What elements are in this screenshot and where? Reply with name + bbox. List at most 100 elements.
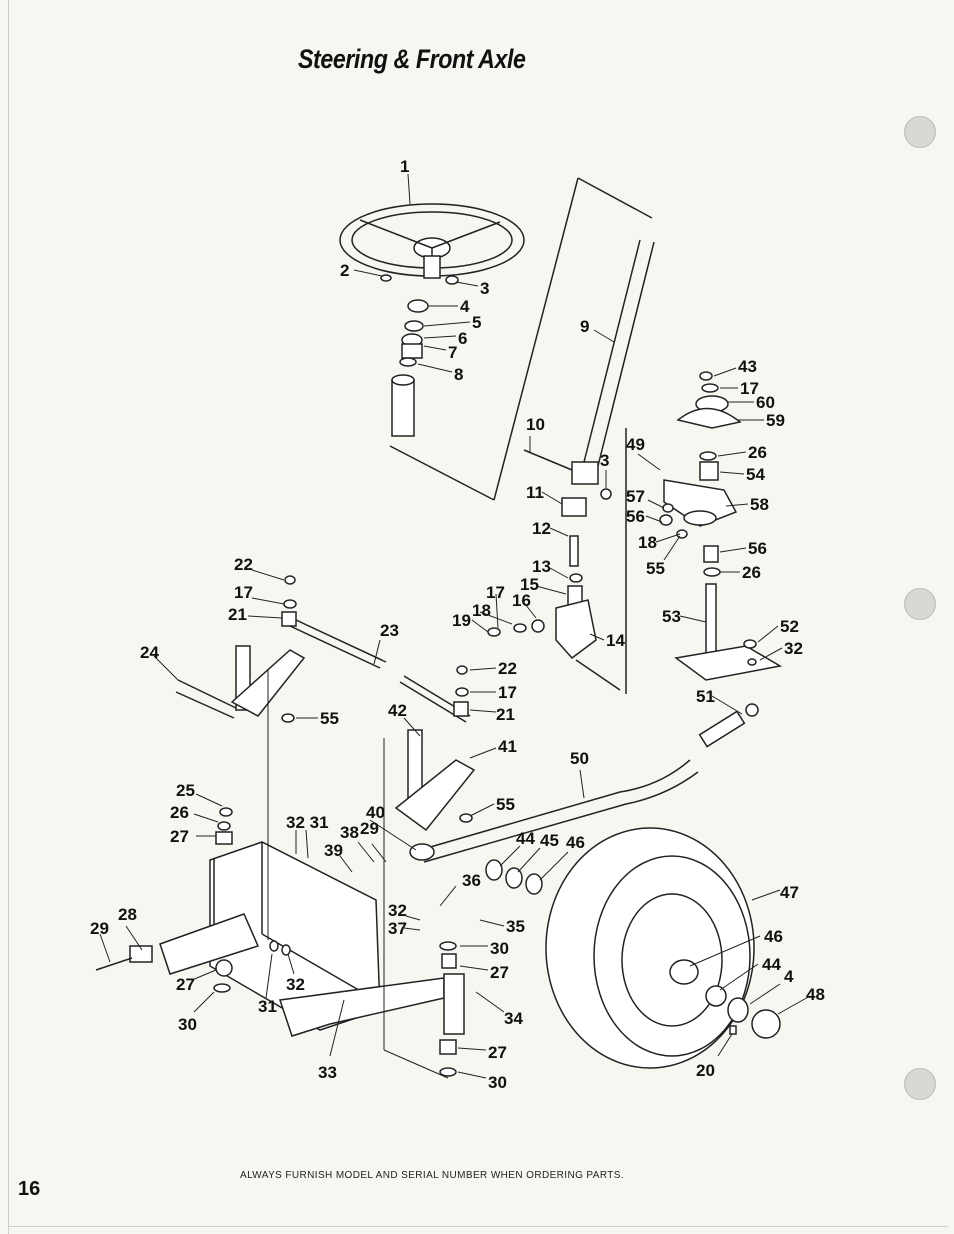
callout-24: 24 — [140, 643, 159, 662]
callout-13: 13 — [532, 557, 551, 576]
callout-labels: 1 2 3 4 5 6 7 8 9 10 3 11 12 13 15 16 17… — [90, 157, 825, 1092]
callout-30-left: 30 — [178, 1015, 197, 1034]
front-wheel — [545, 827, 781, 1069]
callout-17-gear: 17 — [740, 379, 759, 398]
callout-41: 41 — [498, 737, 517, 756]
callout-5: 5 — [472, 313, 481, 332]
callout-11: 11 — [526, 483, 544, 502]
callout-35: 35 — [506, 917, 525, 936]
callout-2: 2 — [340, 261, 349, 280]
bottom-page-edge — [8, 1226, 948, 1227]
callout-10: 10 — [526, 415, 545, 434]
callout-26-axle: 26 — [170, 803, 189, 822]
callout-59: 59 — [766, 411, 785, 430]
callout-21-left: 21 — [228, 605, 247, 624]
callout-51: 51 — [696, 687, 715, 706]
callout-17-right: 17 — [498, 683, 517, 702]
callout-25: 25 — [176, 781, 195, 800]
drag-link — [409, 703, 759, 895]
callout-32-31: 32 31 — [286, 813, 329, 832]
callout-45: 45 — [540, 831, 559, 850]
callout-36: 36 — [462, 871, 481, 890]
callout-56-lower: 56 — [748, 539, 767, 558]
callout-49: 49 — [626, 435, 645, 454]
callout-38: 38 — [340, 823, 359, 842]
callout-50: 50 — [570, 749, 589, 768]
callout-52: 52 — [780, 617, 799, 636]
callout-18-gear: 18 — [638, 533, 657, 552]
callout-19: 19 — [452, 611, 471, 630]
callout-33: 33 — [318, 1063, 337, 1082]
callout-32-spindle: 32 — [388, 901, 407, 920]
callout-56-gear: 56 — [626, 507, 645, 526]
sector-gear-assembly — [659, 371, 783, 681]
callout-32-lower: 32 — [286, 975, 305, 994]
punch-hole-bottom — [904, 1068, 936, 1100]
callout-57: 57 — [626, 487, 645, 506]
callout-37: 37 — [388, 919, 407, 938]
callout-15: 15 — [520, 575, 539, 594]
callout-20: 20 — [696, 1061, 715, 1080]
callout-27-right: 27 — [490, 963, 509, 982]
callout-30-right: 30 — [490, 939, 509, 958]
callout-16: 16 — [512, 591, 531, 610]
callout-3: 3 — [480, 279, 489, 298]
leader-lines — [99, 173, 811, 1079]
callout-48: 48 — [806, 985, 825, 1004]
callout-46-lower: 46 — [764, 927, 783, 946]
callout-7: 7 — [448, 343, 457, 362]
callout-26-gear: 26 — [748, 443, 767, 462]
callout-34: 34 — [504, 1009, 523, 1028]
callout-4-wheel: 4 — [784, 967, 794, 986]
callout-32-plate: 32 — [784, 639, 803, 658]
callout-46-upper: 46 — [566, 833, 585, 852]
callout-26-lower: 26 — [742, 563, 761, 582]
callout-6: 6 — [458, 329, 467, 348]
callout-8: 8 — [454, 365, 463, 384]
callout-17-left: 17 — [234, 583, 253, 602]
callout-4: 4 — [460, 297, 470, 316]
callout-42: 42 — [388, 701, 407, 720]
callout-39: 39 — [324, 841, 343, 860]
footer-note: ALWAYS FURNISH MODEL AND SERIAL NUMBER W… — [240, 1170, 625, 1181]
callout-60: 60 — [756, 393, 775, 412]
page-title: Steering & Front Axle — [298, 44, 526, 74]
callout-27-bottom: 27 — [488, 1043, 507, 1062]
right-spindle-tie-rod — [394, 665, 476, 832]
callout-31-lower: 31 — [258, 997, 277, 1016]
punch-hole-top — [904, 116, 936, 148]
callout-55-gear: 55 — [646, 559, 665, 578]
callout-22-right: 22 — [498, 659, 517, 678]
callout-30-bottom: 30 — [488, 1073, 507, 1092]
callout-44-lower: 44 — [762, 955, 781, 974]
callout-58: 58 — [750, 495, 769, 514]
callout-54: 54 — [746, 465, 765, 484]
callout-27-left: 27 — [176, 975, 195, 994]
callout-55-left: 55 — [320, 709, 339, 728]
left-page-edge — [8, 0, 9, 1234]
callout-14: 14 — [606, 631, 625, 650]
callout-44-upper: 44 — [516, 829, 535, 848]
callout-27-axle: 27 — [170, 827, 189, 846]
callout-23: 23 — [380, 621, 399, 640]
callout-55-right: 55 — [496, 795, 515, 814]
steering-shaft — [487, 239, 655, 694]
callout-18-shaft: 18 — [472, 601, 491, 620]
callout-28: 28 — [118, 905, 137, 924]
callout-29-left: 29 — [90, 919, 109, 938]
callout-17-shaft: 17 — [486, 583, 505, 602]
callout-53: 53 — [662, 607, 681, 626]
callout-40: 40 — [366, 803, 385, 822]
page-number: 16 — [18, 1178, 41, 1200]
callout-3-shaft: 3 — [600, 451, 609, 470]
callout-29-upper: 29 — [360, 819, 379, 838]
callout-47: 47 — [780, 883, 799, 902]
column-parts — [380, 177, 653, 501]
callout-21-right: 21 — [496, 705, 515, 724]
callout-43: 43 — [738, 357, 757, 376]
front-axle — [95, 670, 465, 1079]
left-spindle-tie-rod — [175, 575, 387, 723]
callout-9: 9 — [580, 317, 589, 336]
steering-wheel — [339, 203, 525, 279]
